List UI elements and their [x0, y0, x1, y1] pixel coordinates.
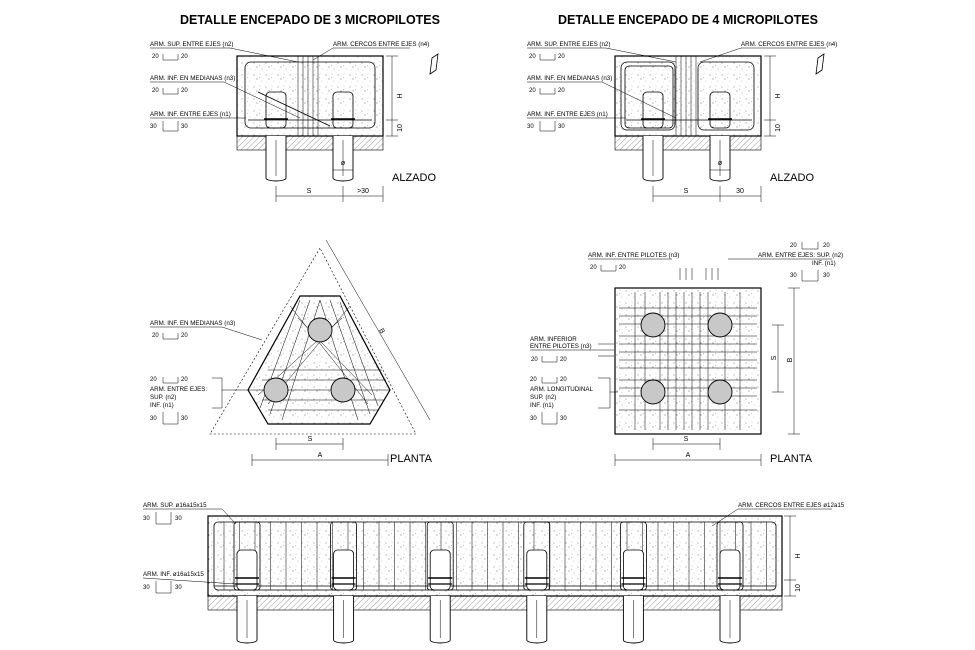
svg-text:20: 20 [181, 377, 188, 383]
alzado-four-piles: S 30 ø H 10 ALZADO ARM. SUP. ENTRE EJES … [527, 41, 837, 202]
view-alzado-left: ALZADO [392, 172, 436, 184]
svg-text:30: 30 [790, 273, 797, 279]
svg-text:20: 20 [558, 88, 565, 94]
label-entre-ejes-sup-n2: ARM. ENTRE EJES: SUP. (n2) [758, 252, 843, 259]
dim-h-beam: H [795, 553, 802, 558]
label-inf-entre-ejes-left: ARM. INF. ENTRE EJES (n1) [150, 111, 231, 118]
label-inf-n1-sq: INF. (n1) [812, 260, 836, 267]
title-three-piles: DETALLE ENCEPADO DE 3 MICROPILOTES [180, 13, 440, 27]
label-sup-entre-ejes-left: ARM. SUP. ENTRE EJES (n2) [150, 41, 233, 48]
svg-text:30: 30 [530, 416, 537, 422]
svg-text:20: 20 [529, 54, 536, 60]
label-inf-medianas-left: ARM. INF. EN MEDIANAS (n3) [150, 75, 235, 82]
planta-four-piles: S A S B PLANTA ARM. INF. ENTRE PILOTES (… [530, 242, 843, 466]
svg-text:20: 20 [150, 377, 157, 383]
view-planta-left: PLANTA [390, 453, 433, 465]
label-cercos-left: ARM. CERCOS ENTRE EJES (n4) [333, 41, 429, 48]
svg-text:30: 30 [175, 585, 182, 591]
dim-s-tri: S [308, 436, 313, 443]
svg-text:30: 30 [143, 516, 150, 522]
label-sup-entre-ejes-right: ARM. SUP. ENTRE EJES (n2) [527, 41, 610, 48]
dim-phi-right: ø [718, 160, 723, 167]
svg-text:30: 30 [527, 124, 534, 130]
dim-s-vert: S [771, 355, 778, 360]
svg-text:20: 20 [560, 357, 567, 363]
dim-10-left: 10 [397, 124, 404, 132]
dim-s-sq: S [684, 436, 689, 443]
long-beam-elevation: H 10 ARM. SUP. ø16a15x15 30 30 ARM. INF.… [142, 502, 845, 644]
svg-text:20: 20 [531, 357, 538, 363]
svg-text:30: 30 [175, 516, 182, 522]
label-inf-medianas-planta: ARM. INF. EN MEDIANAS (n3) [150, 320, 235, 327]
label-sup-n2-planta: SUP. (n2) [150, 394, 176, 401]
svg-text:30: 30 [150, 124, 157, 130]
alzado-three-piles: S >30 ø H 10 ALZADO ARM. SUP. ENTRE EJES… [150, 41, 439, 202]
dim-s-left: S [307, 188, 312, 195]
label-cercos-right: ARM. CERCOS ENTRE EJES (n4) [741, 41, 837, 48]
svg-text:20: 20 [823, 243, 830, 249]
label-entre-pilotes-n3: ENTRE PILOTES (n3) [530, 343, 592, 350]
svg-text:20: 20 [181, 333, 188, 339]
dim-10-right: 10 [775, 124, 782, 132]
svg-text:30: 30 [823, 273, 830, 279]
label-inf-n1-planta: INF. (n1) [150, 402, 174, 409]
svg-text:20: 20 [619, 265, 626, 271]
dim-a-tri: A [318, 452, 323, 459]
beam-pile [330, 521, 358, 644]
svg-text:20: 20 [590, 265, 597, 271]
dim-10-beam: 10 [795, 584, 802, 592]
title-four-piles: DETALLE ENCEPADO DE 4 MICROPILOTES [558, 13, 818, 27]
svg-text:30: 30 [558, 124, 565, 130]
svg-text:20: 20 [530, 377, 537, 383]
label-cercos-beam: ARM. CERCOS ENTRE EJES ø12a15 [738, 502, 845, 509]
beam-pile [233, 521, 261, 644]
label-entre-ejes-planta: ARM. ENTRE EJES: [150, 386, 207, 393]
svg-text:30: 30 [143, 585, 150, 591]
beam-pile [426, 521, 454, 644]
label-inf-medianas-right: ARM. INF. EN MEDIANAS (n3) [527, 75, 612, 82]
label-sup-beam: ARM. SUP. ø16a15x15 [143, 502, 207, 509]
svg-text:20: 20 [152, 88, 159, 94]
dim-h-left: H [397, 93, 404, 98]
svg-text:20: 20 [790, 243, 797, 249]
dim-b-sq: B [787, 357, 794, 362]
dim-a-sq: A [686, 452, 691, 459]
planta-three-piles: S A B PLANTA ARM. INF. EN MEDIANAS (n3) … [150, 239, 433, 466]
dim-gt30: >30 [357, 188, 369, 195]
svg-text:30: 30 [181, 416, 188, 422]
beam-pile [620, 521, 647, 644]
svg-text:30: 30 [181, 124, 188, 130]
dim-h-right: H [775, 93, 782, 98]
dim-b-tri: B [377, 327, 386, 335]
label-inf-beam: ARM. INF. ø16a15x15 [143, 571, 204, 578]
label-arm-inferior: ARM. INFERIOR [530, 336, 577, 343]
beam-pile [523, 521, 551, 644]
view-planta-right: PLANTA [770, 453, 813, 465]
dim-s-right: S [684, 188, 689, 195]
svg-text:30: 30 [150, 416, 157, 422]
dim-phi-left: ø [341, 160, 346, 167]
dim-30-right: 30 [736, 188, 744, 195]
label-inf-entre-pilotes: ARM. INF. ENTRE PILOTES (n3) [588, 252, 679, 259]
label-inf-entre-ejes-right: ARM. INF. ENTRE EJES (n1) [527, 111, 608, 118]
beam-pile [716, 521, 744, 644]
svg-text:20: 20 [558, 54, 565, 60]
svg-text:20: 20 [152, 54, 159, 60]
svg-text:20: 20 [529, 88, 536, 94]
svg-text:30: 30 [560, 416, 567, 422]
label-inf-n1-sq2: INF. (n1) [530, 402, 554, 409]
svg-text:20: 20 [181, 88, 188, 94]
view-alzado-right: ALZADO [770, 172, 814, 184]
label-arm-longitudinal: ARM. LONGITUDINAL [530, 386, 593, 393]
svg-text:20: 20 [560, 377, 567, 383]
label-sup-n2-sq: SUP. (n2) [530, 394, 556, 401]
svg-text:20: 20 [152, 333, 159, 339]
svg-text:20: 20 [181, 54, 188, 60]
